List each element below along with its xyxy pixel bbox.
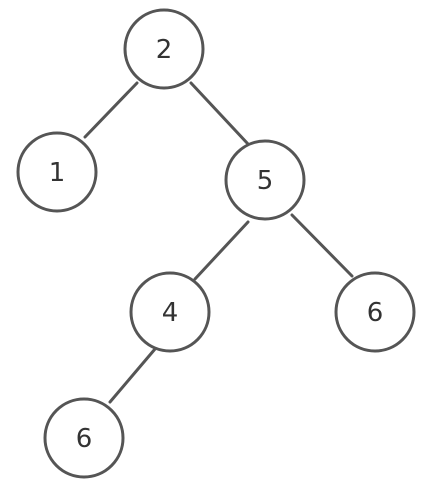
tree-node-circle <box>334 271 416 353</box>
edge-left-grandchild-to-leaf <box>108 347 157 404</box>
edge-right-child-to-left-grandchild <box>193 220 250 281</box>
tree-node-label: 5 <box>257 166 274 196</box>
tree-node-leaf: 6 <box>43 397 125 479</box>
tree-node-label: 2 <box>156 35 173 65</box>
tree-node-label: 1 <box>49 158 66 188</box>
edge-right-child-to-right-grandchild <box>290 213 354 278</box>
tree-node-root: 2 <box>123 8 205 90</box>
edge-root-to-left-child <box>83 81 139 139</box>
tree-nodes: 2 1 5 4 6 6 <box>16 8 416 479</box>
tree-node-circle <box>16 131 98 213</box>
tree-node-label: 6 <box>76 424 93 454</box>
tree-node-left-child: 1 <box>16 131 98 213</box>
tree-node-circle <box>224 139 306 221</box>
tree-node-right-grandchild: 6 <box>334 271 416 353</box>
tree-node-left-grandchild: 4 <box>129 271 211 353</box>
tree-node-right-child: 5 <box>224 139 306 221</box>
tree-node-circle <box>43 397 125 479</box>
tree-node-circle <box>129 271 211 353</box>
edge-root-to-right-child <box>189 81 250 146</box>
tree-node-circle <box>123 8 205 90</box>
tree-edges <box>83 81 354 404</box>
tree-node-label: 6 <box>367 298 384 328</box>
tree-node-label: 4 <box>162 298 179 328</box>
